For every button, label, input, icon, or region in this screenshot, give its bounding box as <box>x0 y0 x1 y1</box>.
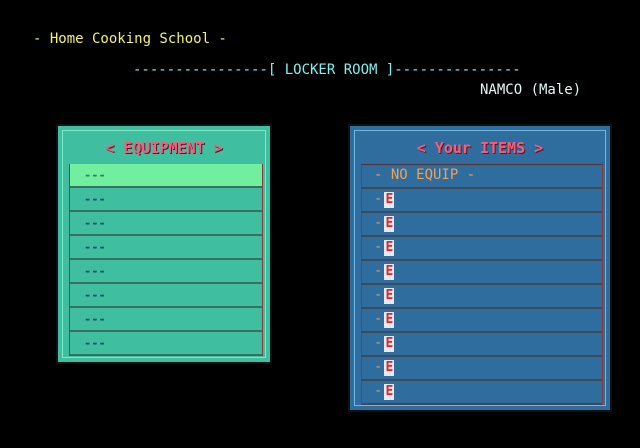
item-slot[interactable]: -E <box>362 309 602 333</box>
equipment-slot[interactable]: --- <box>70 260 262 284</box>
equipment-slot[interactable]: --- <box>70 236 262 260</box>
item-prefix: - <box>374 359 383 375</box>
item-slot[interactable]: -E <box>362 381 602 405</box>
item-prefix: - <box>374 215 383 231</box>
equipped-badge-icon: E <box>384 240 395 256</box>
equipped-badge-icon: E <box>384 192 395 208</box>
school-title: - Home Cooking School - <box>33 31 227 47</box>
item-prefix: - <box>374 239 383 255</box>
equipped-badge-icon: E <box>384 264 395 280</box>
item-slot[interactable]: -E <box>362 261 602 285</box>
equipment-slot[interactable]: --- <box>70 188 262 212</box>
equipped-badge-icon: E <box>384 384 395 400</box>
item-prefix: - <box>374 191 383 207</box>
item-slot[interactable]: -E <box>362 213 602 237</box>
equipment-slot[interactable]: --- <box>70 212 262 236</box>
equipment-slot[interactable]: --- <box>70 284 262 308</box>
equipped-badge-icon: E <box>384 312 395 328</box>
item-prefix: - <box>374 383 383 399</box>
item-slot[interactable]: -E <box>362 237 602 261</box>
equipment-title: < EQUIPMENT > <box>105 139 223 157</box>
equipment-slot[interactable]: --- <box>70 332 262 356</box>
items-title: < Your ITEMS > <box>416 139 544 157</box>
equipment-panel: < EQUIPMENT > ------------------------ <box>56 124 272 364</box>
no-equip-item[interactable]: - NO EQUIP - <box>362 165 602 189</box>
equipment-list: ------------------------ <box>69 164 263 356</box>
item-slot[interactable]: -E <box>362 285 602 309</box>
item-prefix: - <box>374 287 383 303</box>
equipment-slot[interactable]: --- <box>70 308 262 332</box>
item-prefix: - <box>374 263 383 279</box>
item-slot[interactable]: -E <box>362 333 602 357</box>
items-panel: < Your ITEMS > - NO EQUIP - -E-E-E-E-E-E… <box>348 124 612 412</box>
item-prefix: - <box>374 335 383 351</box>
equipped-badge-icon: E <box>384 288 395 304</box>
item-slot[interactable]: -E <box>362 189 602 213</box>
equipped-badge-icon: E <box>384 336 395 352</box>
equipment-slot[interactable]: --- <box>70 164 262 188</box>
player-name: NAMCO (Male) <box>480 82 582 98</box>
item-slot[interactable]: -E <box>362 357 602 381</box>
equipped-badge-icon: E <box>384 216 395 232</box>
equipped-badge-icon: E <box>384 360 395 376</box>
room-title: ----------------[ LOCKER ROOM ]---------… <box>133 62 521 78</box>
items-list: - NO EQUIP - -E-E-E-E-E-E-E-E-E <box>361 164 603 405</box>
item-prefix: - <box>374 311 383 327</box>
